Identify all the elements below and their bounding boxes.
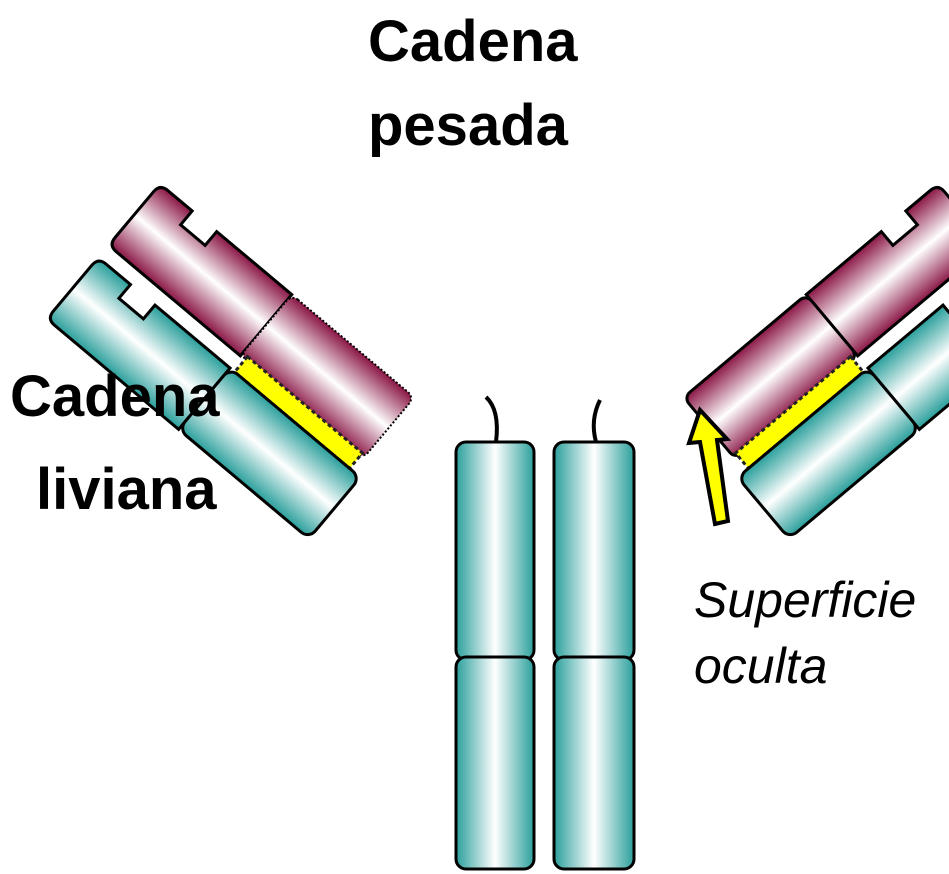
light-chain-label-line2: liviana — [36, 458, 217, 522]
light-chain-label-line1: Cadena — [10, 365, 220, 429]
heavy-chain-label-line2: pesada — [368, 94, 568, 158]
fc-left-upper-domain — [456, 442, 534, 660]
hinge-right — [594, 400, 600, 442]
hidden-surface-label-line2: oculta — [694, 638, 827, 694]
fc-right-lower-domain — [554, 657, 634, 869]
fc-right-upper-domain — [554, 442, 634, 660]
hinge-left — [486, 397, 497, 442]
hidden-surface-label-line1: Superficie — [694, 572, 916, 628]
fc-stem — [456, 442, 634, 869]
fc-left-lower-domain — [456, 657, 534, 869]
heavy-chain-label-line1: Cadena — [368, 10, 578, 74]
